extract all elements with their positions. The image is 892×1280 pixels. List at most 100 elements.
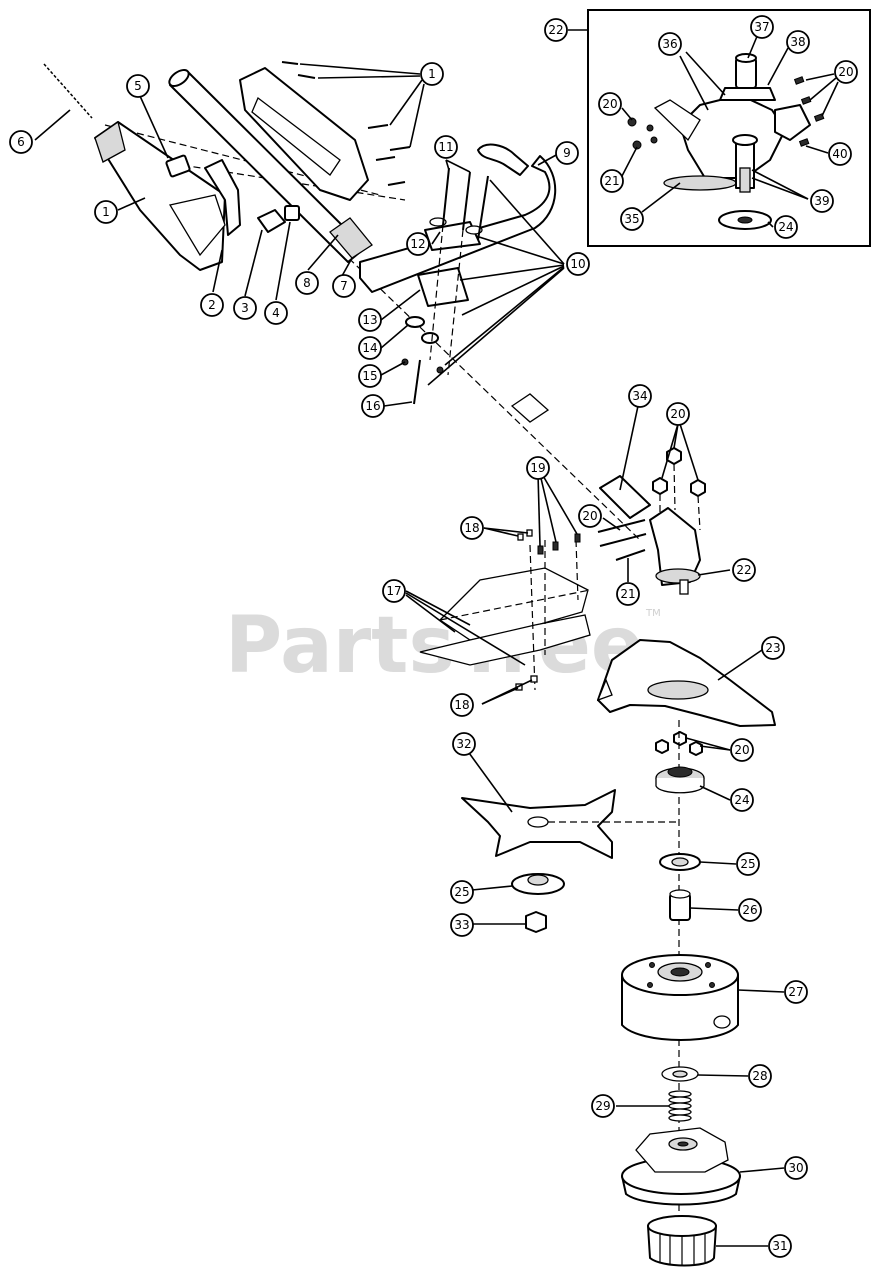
inset-output-shaft-collar bbox=[732, 134, 758, 146]
callout-c1a: 1 bbox=[420, 62, 444, 86]
clamp-nut-b bbox=[436, 366, 444, 374]
callout-circle bbox=[768, 1234, 792, 1258]
guard-extension-assembly bbox=[405, 473, 591, 705]
guard-nut-bottom-b bbox=[530, 675, 538, 683]
callout-number: 9 bbox=[563, 146, 571, 160]
gearbox-detail-inset bbox=[568, 9, 871, 247]
callout-number: 3 bbox=[241, 301, 249, 315]
callout-number: 25 bbox=[454, 885, 469, 899]
partstree-watermark: PartsTree bbox=[225, 601, 644, 691]
callout-number: 36 bbox=[662, 37, 677, 51]
callout-circle bbox=[406, 232, 430, 256]
callout-circle bbox=[460, 516, 484, 540]
callout-c28: 28 bbox=[748, 1064, 772, 1088]
blade-nut bbox=[525, 911, 547, 933]
callout-circle bbox=[382, 579, 406, 603]
callout-c21b: 21 bbox=[600, 169, 624, 193]
clamp-spacer bbox=[405, 316, 425, 328]
blade-center-hole bbox=[527, 816, 549, 828]
inset-bearing-housing bbox=[774, 104, 811, 141]
callout-c21a: 21 bbox=[616, 582, 640, 606]
callout-circle bbox=[828, 142, 852, 166]
callout-number: 22 bbox=[548, 23, 563, 37]
callout-number: 25 bbox=[740, 857, 755, 871]
shaft-drive-key bbox=[510, 393, 550, 423]
callout-number: 39 bbox=[814, 194, 829, 208]
callout-number: 12 bbox=[410, 237, 425, 251]
callout-number: 20 bbox=[838, 65, 853, 79]
callout-circle bbox=[200, 293, 224, 317]
callout-number: 15 bbox=[362, 369, 377, 383]
callout-circle bbox=[544, 18, 568, 42]
callout-c20d: 20 bbox=[834, 60, 858, 84]
callout-c23: 23 bbox=[761, 636, 785, 660]
clamp-washer-b bbox=[465, 225, 483, 235]
callout-c16: 16 bbox=[361, 394, 385, 418]
callout-number: 20 bbox=[602, 97, 617, 111]
shaft-sleeve bbox=[329, 217, 373, 259]
callout-number: 2 bbox=[208, 298, 216, 312]
gear-head-flange bbox=[655, 568, 701, 584]
loop-handle bbox=[359, 155, 557, 293]
handle-clamp-upper bbox=[417, 267, 469, 307]
callout-c25b: 25 bbox=[736, 852, 760, 876]
guard-screw-b bbox=[673, 731, 687, 746]
callout-number: 31 bbox=[772, 1239, 787, 1253]
callout-number: 40 bbox=[832, 147, 847, 161]
callout-circle bbox=[361, 394, 385, 418]
trimmer-head-stack bbox=[616, 720, 785, 1267]
callout-circle bbox=[732, 558, 756, 582]
callout-number: 34 bbox=[632, 389, 647, 403]
callout-circle bbox=[233, 296, 257, 320]
callout-c14: 14 bbox=[358, 336, 382, 360]
callout-circle bbox=[450, 913, 474, 937]
callout-circle bbox=[264, 301, 288, 325]
blade-assembly bbox=[461, 745, 680, 933]
inset-gear bbox=[719, 87, 776, 101]
callout-c6: 6 bbox=[9, 130, 33, 154]
handle-grip-panel bbox=[168, 194, 226, 257]
callout-number: 28 bbox=[752, 1069, 767, 1083]
guard-hub bbox=[647, 680, 709, 700]
guard-screw-c bbox=[689, 741, 703, 756]
callout-c34: 34 bbox=[628, 384, 652, 408]
callout-c33: 33 bbox=[450, 913, 474, 937]
callout-c9: 9 bbox=[555, 141, 579, 165]
callout-c39: 39 bbox=[810, 189, 834, 213]
guard-screw-a bbox=[537, 545, 544, 555]
callout-number: 20 bbox=[734, 743, 749, 757]
callout-circle bbox=[94, 200, 118, 224]
callout-c30: 30 bbox=[784, 1156, 808, 1180]
callout-c18a: 18 bbox=[460, 516, 484, 540]
callout-circle bbox=[591, 1094, 615, 1118]
callout-number: 22 bbox=[736, 563, 751, 577]
callout-number: 23 bbox=[765, 641, 780, 655]
callout-c18b: 18 bbox=[450, 693, 474, 717]
line-eyelet bbox=[713, 1015, 731, 1029]
callout-number: 29 bbox=[595, 1099, 610, 1113]
callout-circle bbox=[526, 456, 550, 480]
inset-clamp-arm bbox=[653, 99, 701, 142]
bump-knob-ribs bbox=[659, 1234, 706, 1265]
callout-c20b: 20 bbox=[578, 504, 602, 528]
callout-number: 38 bbox=[790, 35, 805, 49]
callout-circle bbox=[600, 169, 624, 193]
spring-clip bbox=[284, 205, 300, 221]
callout-number: 20 bbox=[582, 509, 597, 523]
inset-frame bbox=[587, 9, 871, 247]
callout-circle bbox=[738, 898, 762, 922]
callout-c26: 26 bbox=[738, 898, 762, 922]
callout-number: 18 bbox=[464, 521, 479, 535]
inset-threaded-end bbox=[739, 167, 751, 193]
callout-number: 16 bbox=[365, 399, 380, 413]
spool-spring bbox=[668, 1090, 692, 1122]
callout-c24a: 24 bbox=[730, 788, 754, 812]
callout-circle bbox=[358, 336, 382, 360]
callout-number: 1 bbox=[428, 67, 436, 81]
callout-number: 24 bbox=[778, 220, 793, 234]
bump-knob-top bbox=[647, 1215, 717, 1237]
callout-circle bbox=[784, 1156, 808, 1180]
callout-number: 4 bbox=[272, 306, 280, 320]
callout-circle bbox=[332, 274, 356, 298]
callout-c13: 13 bbox=[358, 308, 382, 332]
